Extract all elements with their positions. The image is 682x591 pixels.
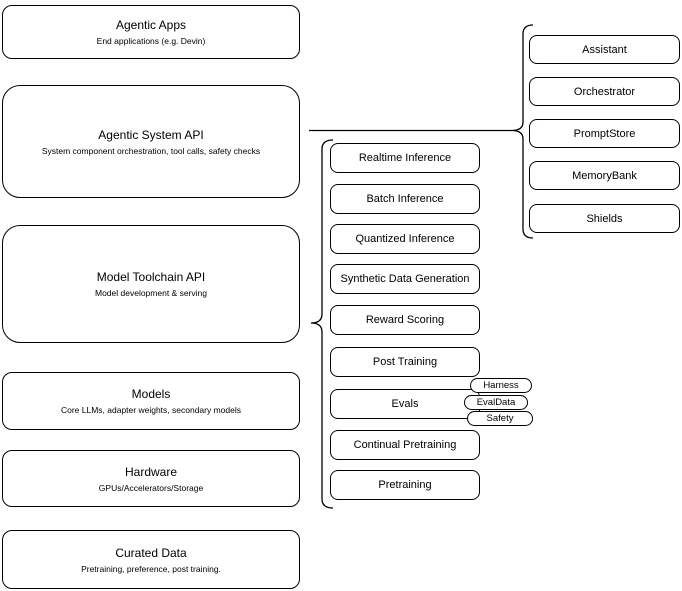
node-title: Hardware [124, 464, 178, 479]
node-title: Curated Data [115, 545, 187, 560]
node-realtime-inference: Realtime Inference [330, 143, 480, 173]
node-orchestrator: Orchestrator [529, 77, 680, 106]
node-label: Pretraining [378, 479, 432, 491]
node-label: PromptStore [573, 127, 636, 140]
node-reward-scoring: Reward Scoring [330, 305, 480, 335]
node-label: Quantized Inference [355, 233, 455, 245]
node-hardware: Hardware GPUs/Accelerators/Storage [2, 450, 300, 507]
node-curated-data: Curated Data Pretraining, preference, po… [2, 530, 300, 589]
node-label: Synthetic Data Generation [340, 273, 470, 285]
node-subtitle: Model development & serving [95, 288, 207, 298]
node-model-toolchain-api: Model Toolchain API Model development & … [2, 225, 300, 343]
node-synthetic-data-generation: Synthetic Data Generation [330, 264, 480, 294]
node-shields: Shields [529, 204, 680, 233]
node-batch-inference: Batch Inference [330, 184, 480, 214]
node-label: Shields [586, 212, 623, 225]
node-subtitle: End applications (e.g. Devin) [96, 36, 206, 46]
node-label: Orchestrator [573, 85, 636, 98]
evals-tag-harness: Harness [470, 378, 532, 393]
node-quantized-inference: Quantized Inference [330, 224, 480, 254]
node-subtitle: Core LLMs, adapter weights, secondary mo… [60, 405, 241, 415]
node-subtitle: GPUs/Accelerators/Storage [98, 482, 204, 493]
node-title: Model Toolchain API [96, 270, 206, 284]
node-post-training: Post Training [330, 347, 480, 377]
node-agentic-system-api: Agentic System API System component orch… [2, 85, 300, 198]
node-pretraining: Pretraining [330, 470, 480, 500]
tag-label: EvalData [476, 397, 516, 408]
tag-label: Safety [486, 413, 514, 424]
node-label: Batch Inference [366, 193, 444, 205]
node-label: Realtime Inference [358, 152, 452, 164]
node-promptstore: PromptStore [529, 119, 680, 148]
node-label: Continual Pretraining [353, 439, 457, 451]
node-models: Models Core LLMs, adapter weights, secon… [2, 372, 300, 430]
node-evals: Evals [330, 389, 480, 419]
node-label: Post Training [372, 356, 438, 368]
evals-tag-evaldata: EvalData [464, 395, 528, 410]
node-assistant: Assistant [529, 35, 680, 64]
node-label: Assistant [582, 43, 627, 56]
node-agentic-apps: Agentic Apps End applications (e.g. Devi… [2, 5, 300, 59]
node-title: Models [131, 387, 171, 401]
node-label: Evals [391, 398, 419, 410]
node-subtitle: Pretraining, preference, post training. [81, 563, 221, 574]
node-subtitle: System component orchestration, tool cal… [41, 145, 261, 156]
evals-tag-safety: Safety [467, 411, 533, 426]
node-memorybank: MemoryBank [529, 161, 680, 190]
node-label: Reward Scoring [365, 314, 445, 326]
node-label: MemoryBank [572, 169, 637, 182]
node-title: Agentic System API [98, 127, 204, 142]
node-continual-pretraining: Continual Pretraining [330, 430, 480, 460]
tag-label: Harness [483, 380, 519, 391]
node-title: Agentic Apps [115, 18, 187, 32]
